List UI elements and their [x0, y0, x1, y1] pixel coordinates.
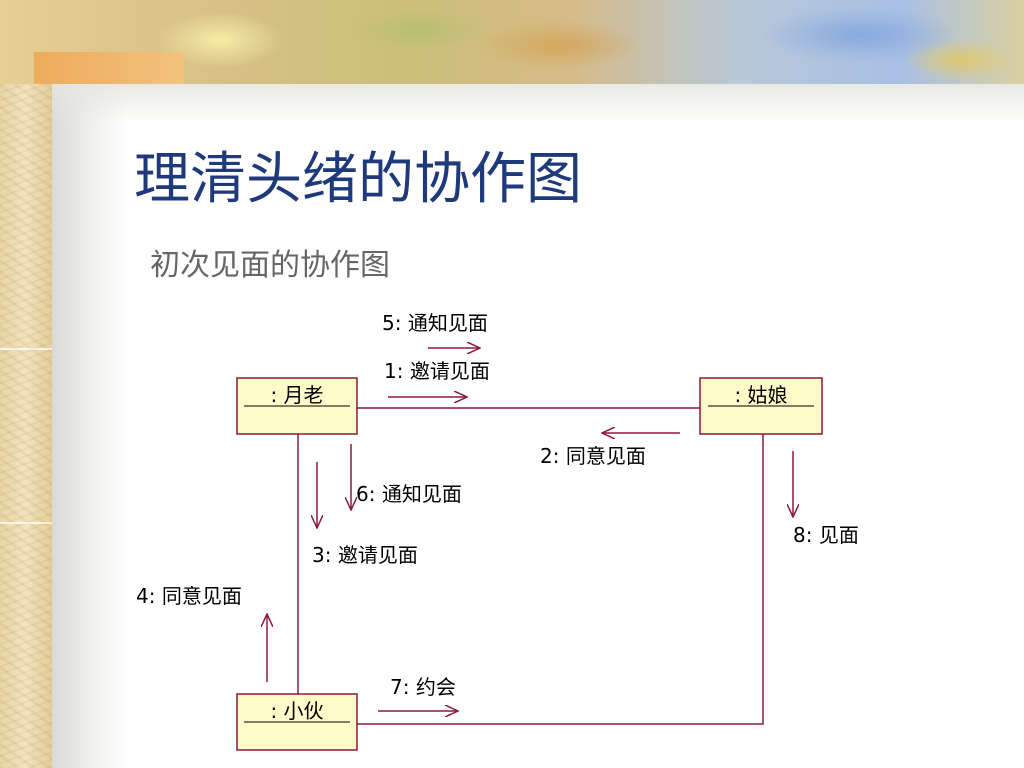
slide-subtitle: 初次见面的协作图 — [150, 248, 390, 283]
message-label-4: 4: 同意见面 — [136, 584, 242, 608]
message-label-8: 8: 见面 — [793, 523, 859, 547]
object-xiaohuo-label: : 小伙 — [270, 699, 323, 723]
strip-seam — [0, 522, 52, 524]
object-guniang: : 姑娘 — [699, 377, 823, 435]
decorative-top-banner — [0, 0, 1024, 84]
slide-title: 理清头绪的协作图 — [134, 147, 582, 212]
diagram-canvas: : 月老 : 姑娘 : 小伙 5: 通知见面 1: 邀请见面 2: 同意见面 6… — [136, 311, 859, 751]
decorative-left-shadow — [52, 84, 128, 768]
object-yuelao-label: : 月老 — [270, 383, 323, 407]
object-yuelao: : 月老 — [236, 377, 358, 435]
message-label-1: 1: 邀请见面 — [384, 359, 490, 383]
decorative-left-strip — [0, 0, 52, 768]
message-label-3: 3: 邀请见面 — [312, 543, 418, 567]
banner-fade — [52, 84, 1024, 124]
object-guniang-label: : 姑娘 — [734, 383, 787, 407]
collaboration-diagram: : 月老 : 姑娘 : 小伙 5: 通知见面 1: 邀请见面 2: 同意见面 6… — [128, 296, 1024, 768]
object-xiaohuo: : 小伙 — [236, 693, 358, 751]
link-guniang-xiaohuo — [357, 434, 764, 725]
banner-accent — [34, 52, 184, 84]
strip-seam — [0, 348, 52, 350]
message-label-5: 5: 通知见面 — [382, 311, 488, 335]
message-label-6: 6: 通知见面 — [356, 482, 462, 506]
message-label-2: 2: 同意见面 — [540, 444, 646, 468]
message-label-7: 7: 约会 — [390, 675, 456, 699]
